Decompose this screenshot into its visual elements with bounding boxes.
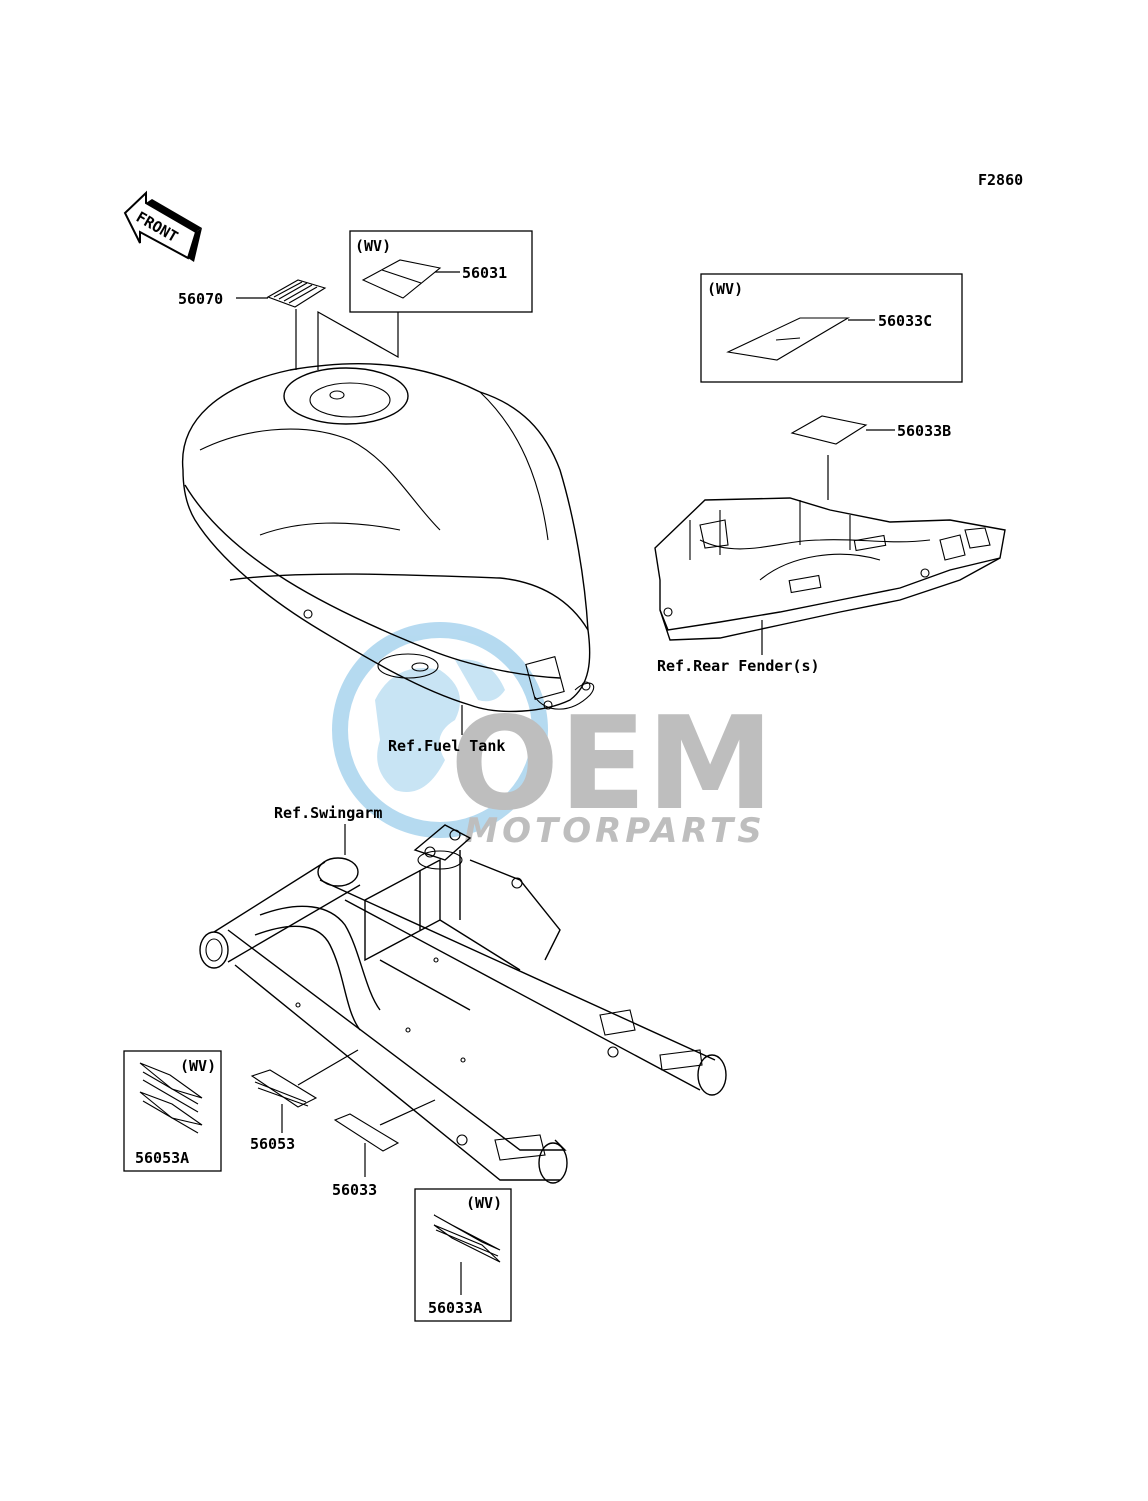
part-label-56033: 56033 [332,1181,377,1199]
figure-code: F2860 [978,171,1023,189]
decal-56053A [139,1062,203,1134]
decal-56070 [266,279,327,308]
rear-fender-illustration [654,497,1006,641]
front-arrow-shadow-side [188,228,202,262]
part-label-56053A: 56053A [135,1149,189,1167]
ref-label-rear-fender: Ref.Rear Fender(s) [657,657,820,675]
ref-label-fuel-tank: Ref.Fuel Tank [388,737,505,755]
part-label-56031: 56031 [462,264,507,282]
fuel-tank-illustration [181,363,595,713]
leader-56031-tank [317,310,399,370]
decal-56033A [433,1214,501,1263]
front-arrow-shadow-top [146,199,202,232]
variant-box-56033C [700,273,963,383]
leader-56053-swingarm [297,1049,359,1086]
ref-label-swingarm: Ref.Swingarm [274,804,382,822]
watermark-globe-continent-2 [455,659,505,702]
decal-56033 [333,1113,400,1152]
variant-marker-56033C: (WV) [707,280,743,298]
part-label-56033B: 56033B [897,422,951,440]
decal-56053 [250,1069,318,1108]
variant-box-56031 [349,230,533,313]
decal-56033B [790,415,868,445]
swingarm-illustration [199,824,727,1184]
variant-marker-56053A: (WV) [180,1057,216,1075]
part-label-56033A: 56033A [428,1299,482,1317]
part-label-56070: 56070 [178,290,223,308]
watermark-brand: OEM [450,690,774,839]
part-label-56033C: 56033C [878,312,932,330]
variant-box-56033A [414,1188,512,1322]
watermark-tagline: MOTORPARTS [464,811,765,851]
variant-marker-56033A: (WV) [466,1194,502,1212]
variant-box-56053A [123,1050,222,1172]
decal-56033C [726,317,851,361]
part-label-56053: 56053 [250,1135,295,1153]
front-arrow: FRONT [123,190,202,262]
decal-56031 [361,259,442,299]
leader-56033-swingarm [379,1099,436,1126]
watermark-globe-continent [375,668,460,792]
variant-marker-56031: (WV) [355,237,391,255]
